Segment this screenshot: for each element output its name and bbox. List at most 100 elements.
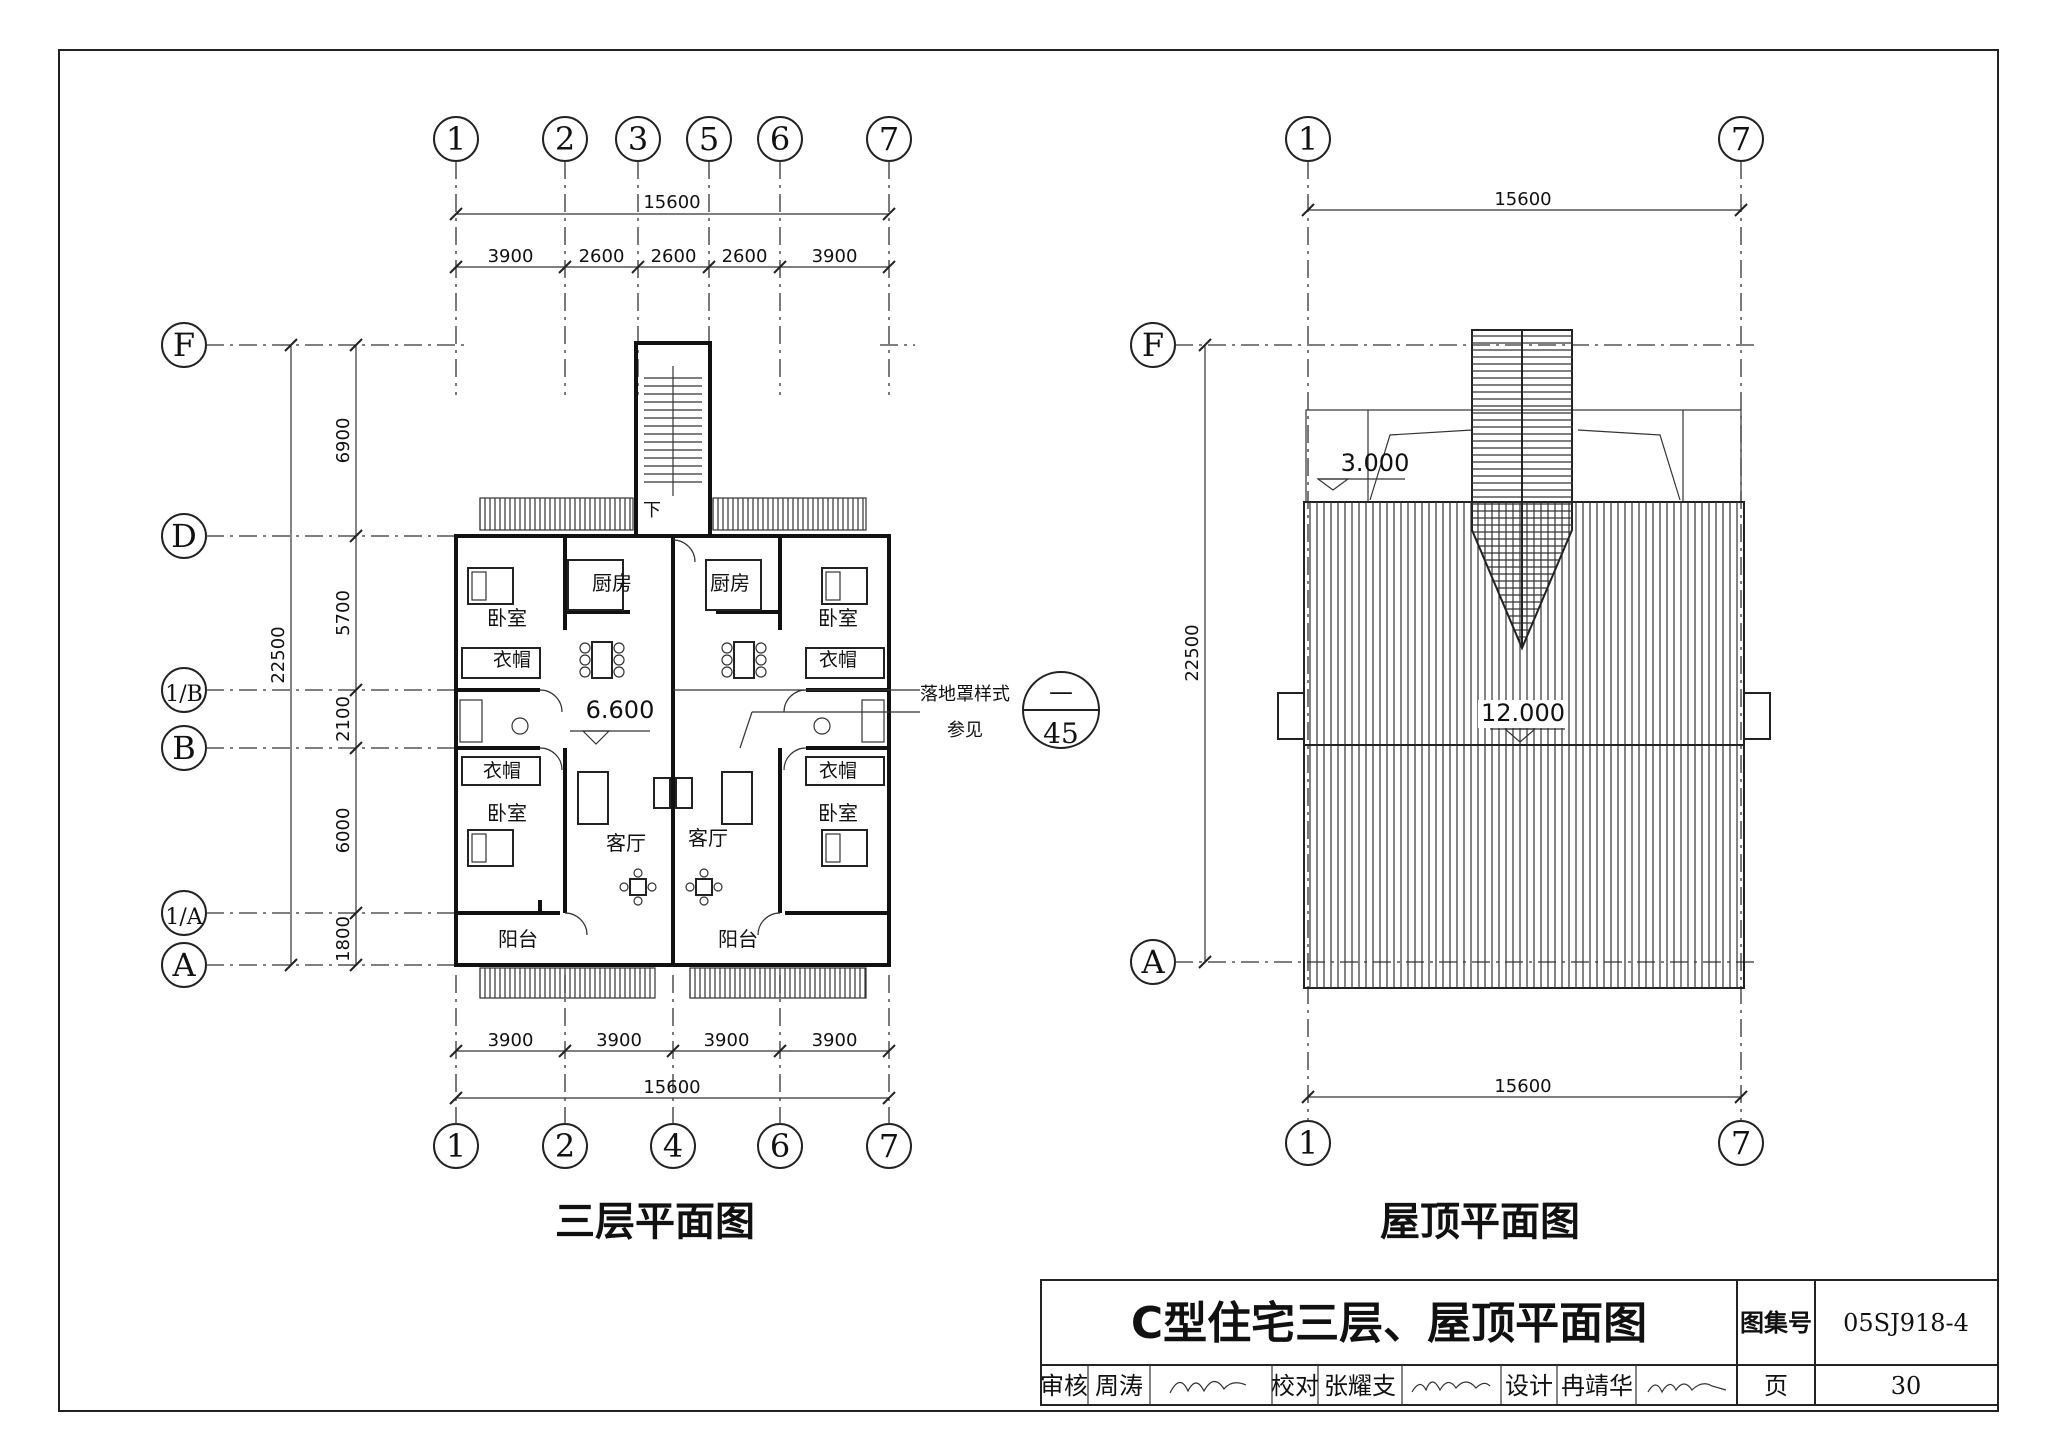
axis-bubble-bottom-6-label: 6 (770, 1127, 790, 1165)
door-swing (539, 747, 563, 771)
dimension-tick (1198, 955, 1212, 969)
axis-bubble-top-1-label: 1 (446, 120, 466, 158)
axis-bubble-bottom-1-label: 1 (446, 1127, 466, 1165)
dimension-tick (1301, 1090, 1315, 1104)
top-dimension: 3900 (488, 246, 534, 267)
axis-bubble-side-A-label: A (171, 946, 196, 984)
dining-chair (579, 642, 591, 654)
dining-chair (721, 642, 733, 654)
left-total-dimension: 22500 (268, 626, 289, 683)
drawing-title: C型住宅三层、屋顶平面图 (1131, 1298, 1647, 1349)
roof-axis-bubble-side-F-label: F (1142, 326, 1164, 364)
room-label-balcony: 阳台 (718, 927, 758, 951)
dimension-tick (1734, 203, 1748, 217)
roof-axis-bubble-bottom-1-label: 1 (1298, 1124, 1318, 1162)
dimension-tick (284, 958, 298, 972)
dining-chair (613, 654, 625, 666)
dimension-tick (349, 741, 363, 755)
bed-pillow (825, 571, 841, 601)
sofa (721, 771, 753, 825)
page-number: 30 (1891, 1372, 1922, 1400)
top-dimension: 3900 (812, 246, 858, 267)
bottom-total-dimension: 15600 (643, 1077, 700, 1098)
side-chair (685, 882, 695, 892)
dimension-tick (1198, 338, 1212, 352)
detail-reference-top: — (1049, 678, 1073, 706)
dimension-tick (349, 906, 363, 920)
dimension-tick (1301, 203, 1315, 217)
note-leader (739, 711, 753, 749)
room-label-wardrobe: 衣帽 (493, 649, 531, 671)
roof-bottom-total-dimension: 15600 (1494, 1076, 1551, 1097)
axis-bubble-bottom-2-label: 2 (555, 1127, 575, 1165)
note-text: 落地罩样式 (920, 684, 1010, 705)
bed-pillow (471, 571, 487, 601)
axis-bubble-bottom-4-label: 4 (663, 1127, 683, 1165)
dimension-tick (349, 683, 363, 697)
roof-left-total-dimension: 22500 (1182, 624, 1203, 681)
checker-name: 张耀支 (1324, 1372, 1396, 1400)
roof-axis-bubble-top-7-label: 7 (1731, 120, 1751, 158)
roof-axis-bubble-bottom-7-label: 7 (1731, 1124, 1751, 1162)
bathtub (861, 699, 885, 743)
bottom-dimension: 3900 (812, 1030, 858, 1051)
dimension-tick (449, 1091, 463, 1105)
room-label-bedroom: 卧室 (487, 606, 527, 630)
dimension-tick (702, 260, 716, 274)
dimension-tick (349, 958, 363, 972)
checker-signature (1411, 1381, 1491, 1393)
room-label-living: 客厅 (606, 831, 646, 855)
side-chair (699, 868, 709, 878)
room-label-bedroom: 卧室 (818, 606, 858, 630)
review-label: 审核 (1040, 1372, 1088, 1400)
sheet-border (58, 49, 1999, 1412)
door-swing (783, 747, 807, 771)
porch-ridge-line (1369, 429, 1473, 501)
dimension-tick (631, 260, 645, 274)
elevation-marker (581, 730, 611, 745)
dimension-tick (666, 1044, 680, 1058)
axis-bubble-side-1-B-label: 1/B (165, 682, 203, 707)
top-dimension: 2600 (579, 246, 625, 267)
room-label-wardrobe: 衣帽 (819, 760, 857, 782)
dining-chair (755, 654, 767, 666)
dining-table (733, 641, 755, 679)
side-chair (699, 896, 709, 906)
designer-name: 冉靖华 (1561, 1372, 1633, 1400)
door-swing (757, 912, 781, 936)
door-swing (672, 539, 696, 563)
dimension-tick (349, 338, 363, 352)
door-swing (539, 689, 563, 713)
reviewer-signature (1169, 1380, 1247, 1394)
axis-bubble-top-6-label: 6 (770, 120, 790, 158)
side-chair (713, 882, 723, 892)
room-label-bedroom: 卧室 (818, 801, 858, 825)
left-dimension: 2100 (333, 696, 354, 742)
dimension-tick (449, 260, 463, 274)
bed (821, 567, 868, 605)
dimension-tick (773, 260, 787, 274)
kitchen-counter (567, 559, 624, 611)
roof-plan-title: 屋顶平面图 (1380, 1199, 1580, 1245)
axis-bubble-side-F-label: F (173, 326, 195, 364)
toilet (511, 717, 529, 735)
dimension-tick (558, 1044, 572, 1058)
wardrobe (805, 756, 885, 786)
room-label-balcony: 阳台 (498, 927, 538, 951)
left-dimension: 6000 (333, 808, 354, 854)
roof-elevation-low-label: 3.000 (1341, 449, 1410, 477)
dining-chair (613, 666, 625, 678)
room-label-wardrobe: 衣帽 (483, 760, 521, 782)
dining-table (591, 641, 613, 679)
dimension-tick (1734, 1090, 1748, 1104)
roof-vent (1743, 692, 1771, 740)
dimension-tick (284, 338, 298, 352)
bottom-dimension: 3900 (596, 1030, 642, 1051)
porch-ridge-line (1577, 429, 1681, 501)
atlas-number: 05SJ918-4 (1843, 1309, 1969, 1337)
wardrobe (461, 756, 541, 786)
dimension-tick (558, 260, 572, 274)
dining-chair (721, 666, 733, 678)
